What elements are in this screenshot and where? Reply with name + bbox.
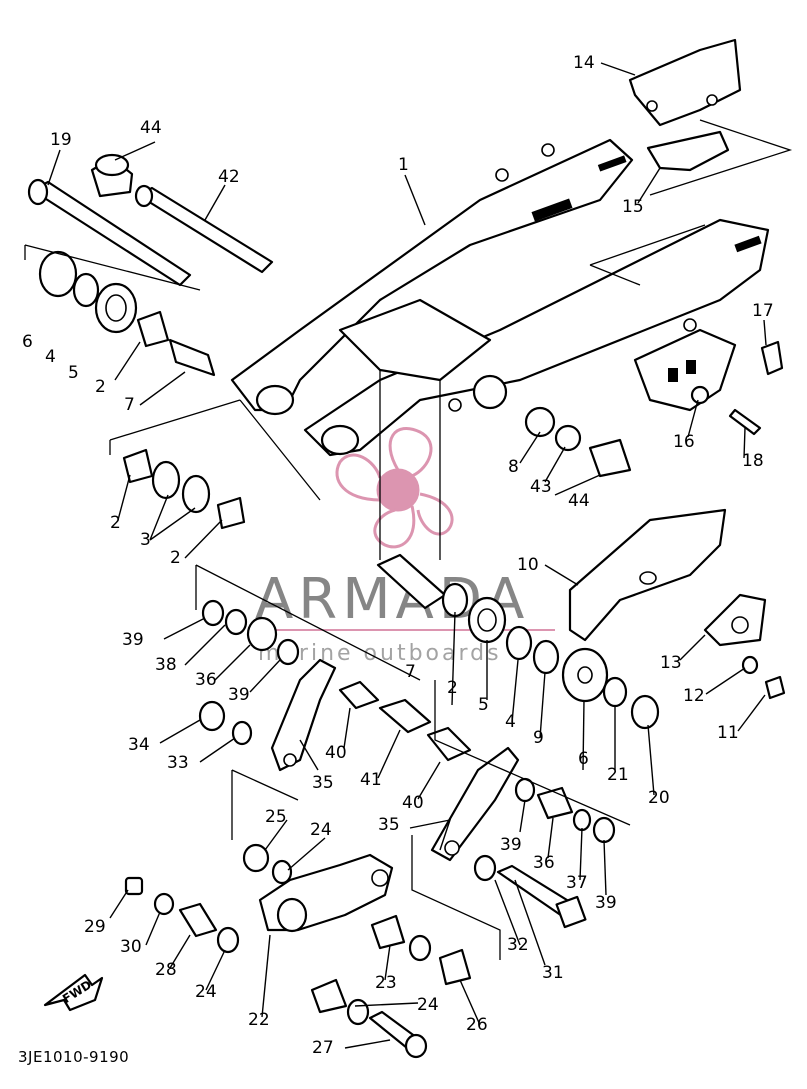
forward-direction-arrow: FWD — [43, 973, 104, 1012]
bracket-13 — [703, 593, 767, 647]
grouping-frames — [24, 119, 793, 960]
callout-8: 8 — [508, 457, 519, 477]
callout-39: 39 — [122, 630, 144, 650]
bearings-mid — [122, 448, 246, 530]
lower-bearings — [242, 843, 472, 1026]
callout-26: 26 — [466, 1015, 488, 1035]
swing-arm — [230, 138, 770, 457]
caliper-bracket — [633, 328, 737, 412]
right-bushings — [472, 374, 632, 478]
callout-38: 38 — [155, 655, 177, 675]
callout-labels: 1 2 2 2 2 3 4 4 5 5 6 6 7 7 8 9 10 11 12… — [22, 53, 774, 1058]
cap-44-top — [90, 153, 134, 198]
callout-11: 11 — [717, 723, 739, 743]
callout-44: 44 — [568, 491, 590, 511]
callout-35: 35 — [378, 815, 400, 835]
callout-12: 12 — [683, 686, 705, 706]
callout-42: 42 — [218, 167, 240, 187]
callout-4: 4 — [505, 712, 516, 732]
callout-23: 23 — [375, 973, 397, 993]
collars-40-41 — [338, 680, 472, 762]
callout-25: 25 — [265, 807, 287, 827]
callout-13: 13 — [660, 653, 682, 673]
right-small-parts — [690, 340, 786, 700]
callout-16: 16 — [673, 432, 695, 452]
callout-39: 39 — [595, 893, 617, 913]
callout-36: 36 — [533, 853, 555, 873]
callout-7: 7 — [124, 395, 135, 415]
lower-left-parts — [124, 876, 240, 954]
callout-30: 30 — [120, 937, 142, 957]
callout-18: 18 — [742, 451, 764, 471]
callout-22: 22 — [248, 1010, 270, 1030]
callout-19: 19 — [50, 130, 72, 150]
callout-2: 2 — [110, 513, 121, 533]
callout-29: 29 — [84, 917, 106, 937]
callout-28: 28 — [155, 960, 177, 980]
callout-39: 39 — [500, 835, 522, 855]
seals-left — [38, 250, 216, 377]
callout-2: 2 — [170, 548, 181, 568]
spacers-center — [441, 582, 660, 730]
lower-arm-22 — [258, 853, 394, 933]
callout-36: 36 — [195, 670, 217, 690]
callout-24: 24 — [417, 995, 439, 1015]
linkage-right-parts — [514, 777, 616, 844]
pivot-shaft-42 — [134, 184, 274, 274]
watermark-propeller-logo — [335, 426, 454, 549]
connecting-rod-35-right — [430, 746, 520, 862]
callout-6: 6 — [22, 332, 33, 352]
linkage-left-washers — [198, 599, 300, 746]
callout-6: 6 — [578, 749, 589, 769]
callout-24: 24 — [310, 820, 332, 840]
callout-3: 3 — [140, 530, 151, 550]
bolt-27 — [368, 1010, 428, 1059]
callout-14: 14 — [573, 53, 595, 73]
drawing-code: 3JE1010-9190 — [18, 1048, 129, 1066]
callout-2: 2 — [447, 678, 458, 698]
callout-27: 27 — [312, 1038, 334, 1058]
callout-17: 17 — [752, 301, 774, 321]
callout-5: 5 — [478, 695, 489, 715]
relay-arm — [568, 508, 727, 642]
callout-43: 43 — [530, 477, 552, 497]
callout-4: 4 — [45, 347, 56, 367]
callout-15: 15 — [622, 197, 644, 217]
callout-39: 39 — [228, 685, 250, 705]
chain-guide-plate — [646, 130, 730, 172]
connecting-rod-35-left — [270, 658, 337, 772]
callout-35: 35 — [312, 773, 334, 793]
pivot-shaft-19 — [27, 178, 192, 287]
callout-37: 37 — [566, 873, 588, 893]
callout-1: 1 — [398, 155, 409, 175]
callout-44: 44 — [140, 118, 162, 138]
callout-41: 41 — [360, 770, 382, 790]
callout-31: 31 — [542, 963, 564, 983]
callout-33: 33 — [167, 753, 189, 773]
callout-5: 5 — [68, 363, 79, 383]
callout-20: 20 — [648, 788, 670, 808]
leader-lines — [47, 62, 767, 1049]
chain-guide — [628, 38, 742, 127]
bolt-31 — [473, 854, 587, 929]
callout-21: 21 — [607, 765, 629, 785]
callout-40: 40 — [402, 793, 424, 813]
callout-10: 10 — [517, 555, 539, 575]
callout-2: 2 — [95, 377, 106, 397]
callout-9: 9 — [533, 728, 544, 748]
callout-40: 40 — [325, 743, 347, 763]
callout-34: 34 — [128, 735, 150, 755]
callout-24: 24 — [195, 982, 217, 1002]
callout-7: 7 — [405, 662, 416, 682]
callout-32: 32 — [507, 935, 529, 955]
